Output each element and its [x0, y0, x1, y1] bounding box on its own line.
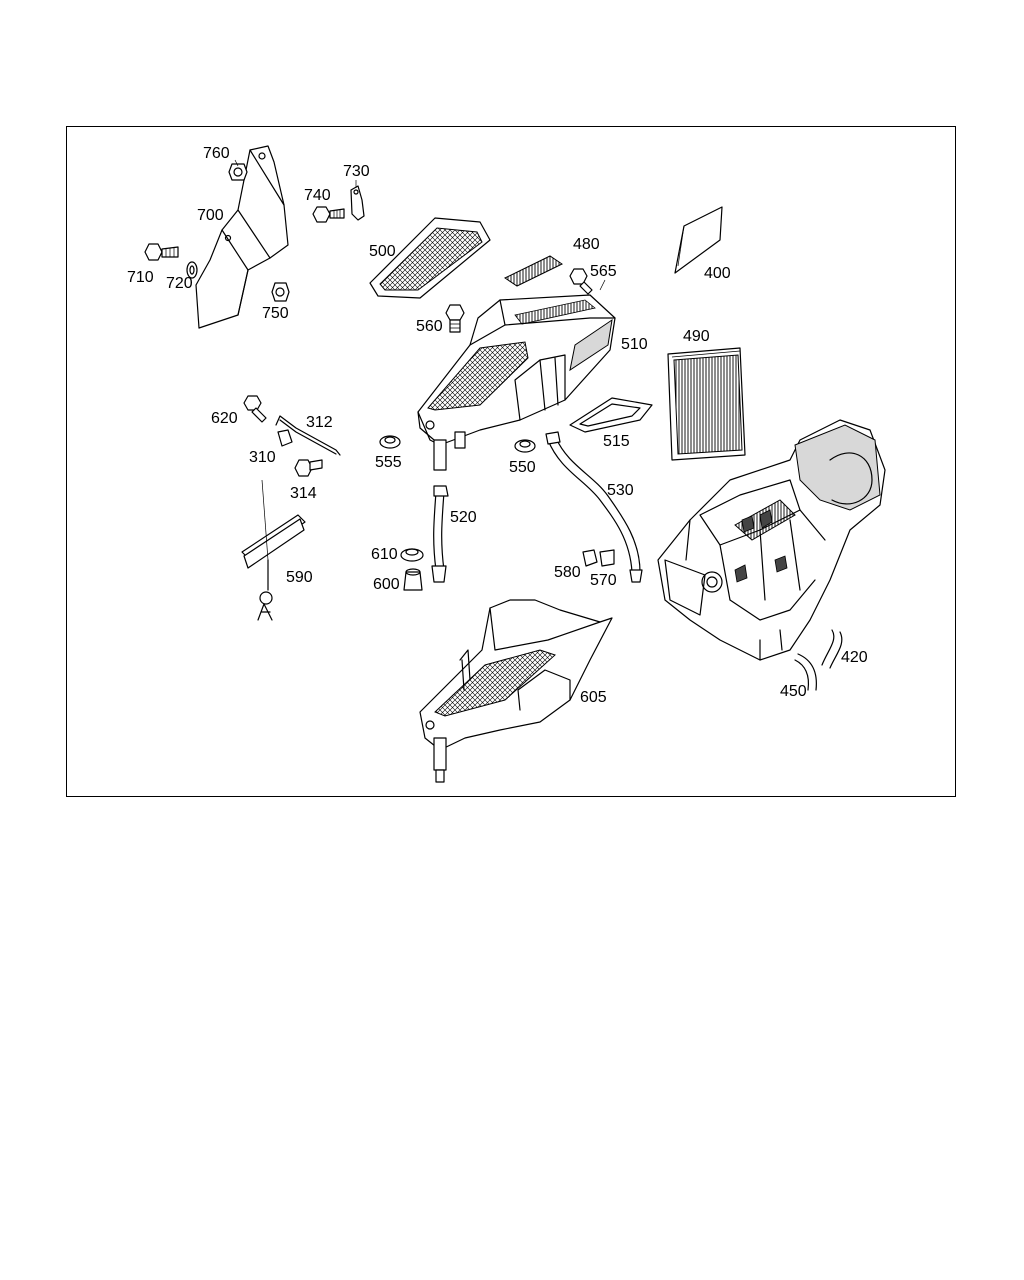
- label-500: 500: [369, 243, 396, 260]
- label-565: 565: [590, 263, 617, 280]
- label-730: 730: [343, 163, 370, 180]
- label-310: 310: [249, 449, 276, 466]
- bracket-700: [195, 145, 289, 329]
- label-555: 555: [375, 454, 402, 471]
- hose-520: [431, 485, 449, 583]
- clip-730: [350, 185, 365, 221]
- label-570: 570: [590, 572, 617, 589]
- bolt-314: [294, 459, 323, 477]
- hvac-unit: [657, 419, 886, 661]
- valve-600: [403, 568, 423, 591]
- bolt-565: [569, 268, 593, 295]
- label-600: 600: [373, 576, 400, 593]
- rod-312: [275, 415, 341, 456]
- label-530: 530: [607, 482, 634, 499]
- label-580: 580: [554, 564, 581, 581]
- diagram-frame: [66, 126, 956, 797]
- label-710: 710: [127, 269, 154, 286]
- leader-lines: [234, 159, 606, 561]
- housing-510: [417, 294, 616, 471]
- label-740: 740: [304, 187, 331, 204]
- label-515: 515: [603, 433, 630, 450]
- frame-515: [569, 397, 653, 433]
- grommet-555: [379, 435, 401, 449]
- label-620: 620: [211, 410, 238, 427]
- label-760: 760: [203, 145, 230, 162]
- label-480: 480: [573, 236, 600, 253]
- grommet-550: [514, 439, 536, 453]
- grommet-310: [277, 429, 293, 447]
- bolt-620: [243, 395, 267, 423]
- grille-480: [503, 255, 564, 287]
- label-750: 750: [262, 305, 289, 322]
- housing-605: [419, 599, 613, 783]
- label-590: 590: [286, 569, 313, 586]
- label-520: 520: [450, 509, 477, 526]
- label-400: 400: [704, 265, 731, 282]
- label-610: 610: [371, 546, 398, 563]
- label-720: 720: [166, 275, 193, 292]
- bolt-710: [144, 243, 179, 261]
- label-700: 700: [197, 207, 224, 224]
- label-490: 490: [683, 328, 710, 345]
- seal-590: [241, 514, 306, 621]
- filter-490: [667, 347, 746, 461]
- hose-530: [545, 431, 643, 583]
- label-312: 312: [306, 414, 333, 431]
- tray-500: [369, 217, 491, 299]
- label-550: 550: [509, 459, 536, 476]
- clip-570: [599, 549, 615, 567]
- label-510: 510: [621, 336, 648, 353]
- washer-720: [186, 261, 198, 279]
- label-314: 314: [290, 485, 317, 502]
- label-420: 420: [841, 649, 868, 666]
- label-450: 450: [780, 683, 807, 700]
- nut-760: [228, 163, 248, 181]
- grommet-610: [400, 548, 424, 562]
- hose-420: [821, 629, 843, 669]
- filter-sheet-400: [674, 206, 723, 274]
- nut-750: [271, 282, 290, 302]
- bolt-560: [445, 304, 465, 333]
- hose-450: [794, 653, 817, 691]
- label-605: 605: [580, 689, 607, 706]
- label-560: 560: [416, 318, 443, 335]
- bolt-740: [312, 206, 345, 223]
- clip-580: [582, 549, 598, 567]
